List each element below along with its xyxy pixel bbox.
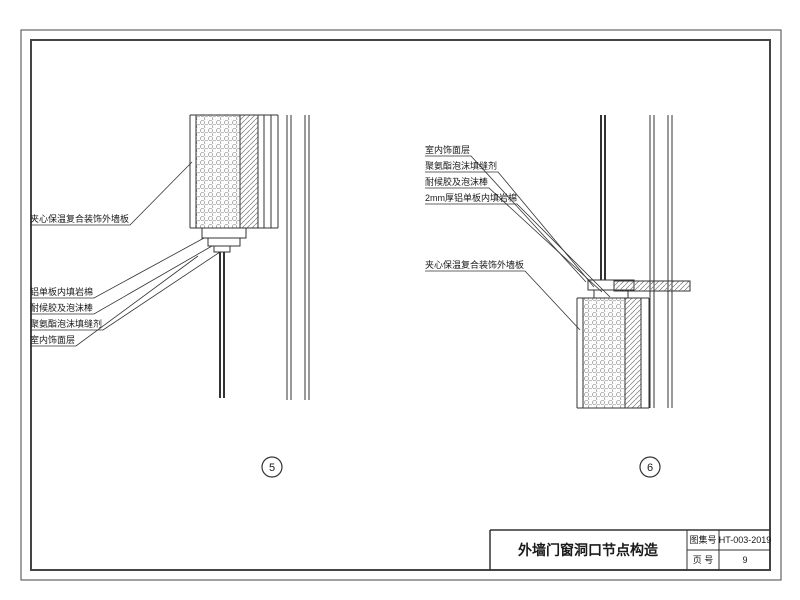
- title-block: 外墙门窗洞口节点构造 图集号 HT-003-2019 页 号 9: [489, 529, 772, 570]
- leader-line: [30, 237, 205, 299]
- window-head-frame-inner: [207, 237, 241, 247]
- inner-border: [30, 39, 771, 571]
- annotation: 耐候胶及泡沫棒: [425, 176, 603, 293]
- annotation-label: 聚氨酯泡沫填缝剂: [425, 160, 497, 171]
- annotation-label: 夹心保温复合装饰外墙板: [425, 259, 524, 270]
- detail-6-drawing: [576, 115, 691, 409]
- annotation-label: 室内饰面层: [30, 334, 75, 345]
- rockwool-hatch: [196, 115, 240, 228]
- detail-5-drawing: [189, 114, 310, 400]
- detail-number-circle: [639, 456, 661, 478]
- annotation-label: 2mm厚铝单板内填岩棉: [425, 192, 517, 203]
- detail-5-marker: 5: [261, 456, 283, 478]
- atlas-number-label: 图集号: [689, 534, 716, 545]
- page-number-value: 9: [742, 555, 747, 565]
- leader-line: [30, 245, 213, 315]
- leader-line: [425, 187, 603, 293]
- annotation: 聚氨酯泡沫填缝剂: [30, 251, 221, 331]
- window-head-frame: [201, 227, 247, 239]
- annotation-label: 室内饰面层: [425, 144, 470, 155]
- annotation: 室内饰面层: [425, 144, 587, 283]
- detail-6-labels: 室内饰面层 聚氨酯泡沫填缝剂 耐候胶及泡沫棒 2mm厚铝单板内填岩棉 夹心保温复…: [425, 144, 611, 331]
- insulation-hatch: [625, 298, 641, 408]
- leader-line: [30, 251, 221, 331]
- leader-line: [425, 155, 587, 283]
- annotation-label: 聚氨酯泡沫填缝剂: [30, 318, 102, 329]
- leader-line: [30, 161, 193, 226]
- outer-border: [20, 29, 782, 581]
- annotation: 夹心保温复合装饰外墙板: [30, 161, 193, 226]
- leader-line: [425, 203, 611, 298]
- annotation: 夹心保温复合装饰外墙板: [425, 259, 581, 331]
- page-number-label: 页 号: [693, 555, 714, 565]
- annotation: 室内饰面层: [30, 255, 199, 347]
- annotation-label: 铝单板内填岩棉: [30, 286, 93, 297]
- annotation-label: 耐候胶及泡沫棒: [30, 302, 93, 313]
- insulation-hatch: [240, 115, 258, 228]
- annotation: 2mm厚铝单板内填岩棉: [425, 192, 611, 298]
- sill-capping-hatch: [613, 280, 691, 292]
- detail-6-marker: 6: [639, 456, 661, 478]
- leader-line: [425, 270, 581, 331]
- window-head-gasket: [213, 245, 231, 253]
- rockwool-hatch: [583, 298, 625, 408]
- sheet-border: [20, 29, 782, 581]
- sheet-title: 外墙门窗洞口节点构造: [518, 542, 658, 558]
- detail-5-labels: 夹心保温复合装饰外墙板 铝单板内填岩棉 耐候胶及泡沫棒 聚氨酯泡沫填缝剂 室内饰…: [30, 161, 221, 347]
- leader-line: [30, 255, 199, 347]
- atlas-number-value: HT-003-2019: [719, 535, 772, 545]
- annotation: 耐候胶及泡沫棒: [30, 245, 213, 315]
- annotation: 铝单板内填岩棉: [30, 237, 205, 299]
- annotation-label: 耐候胶及泡沫棒: [425, 176, 488, 187]
- annotation-label: 夹心保温复合装饰外墙板: [30, 213, 129, 224]
- detail-number-circle: [261, 456, 283, 478]
- detail-number: 5: [269, 462, 275, 474]
- detail-number: 6: [647, 462, 653, 474]
